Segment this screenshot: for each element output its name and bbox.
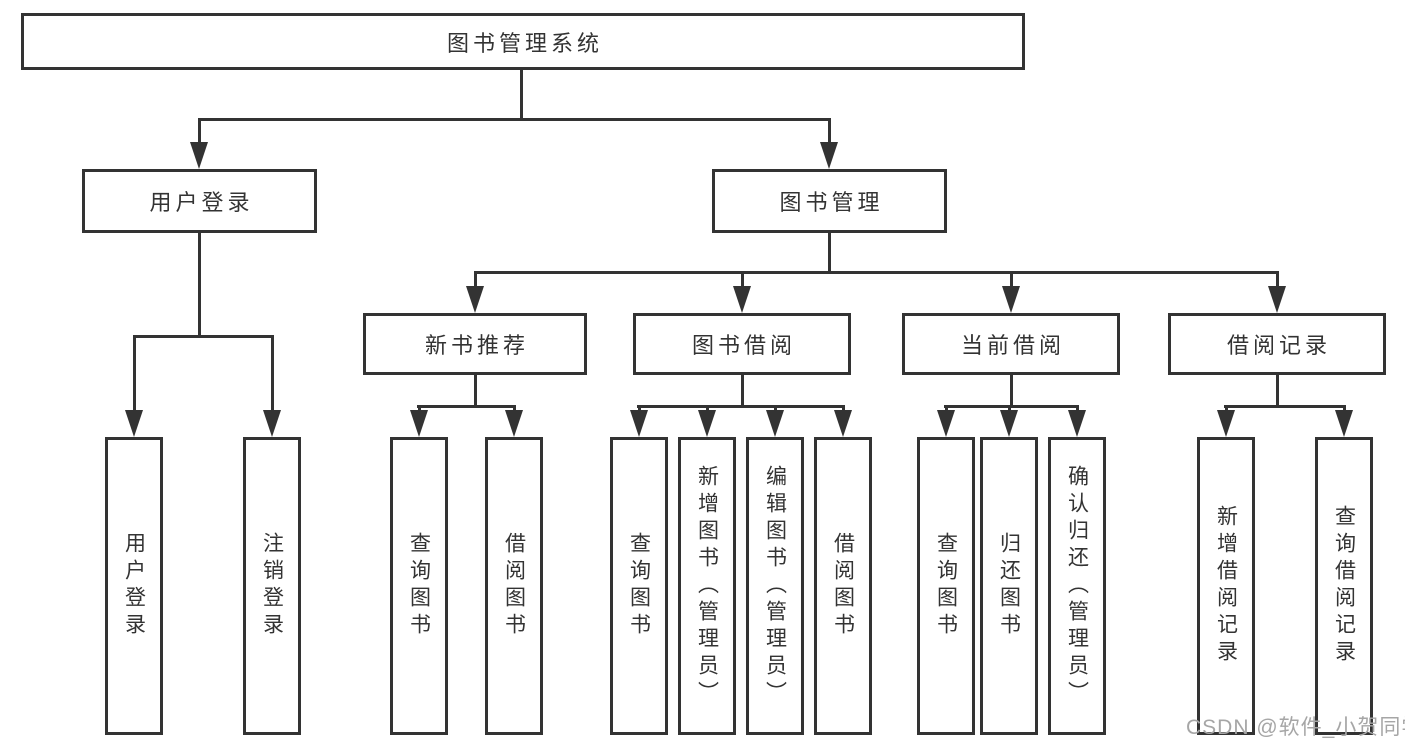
- edge-stem-leaf: [774, 405, 777, 414]
- leaf-query-borrow-record: 查询借阅记录: [1315, 437, 1373, 735]
- arrow-down-icon: [410, 410, 428, 437]
- edge-stem-leaf: [418, 405, 421, 414]
- edge-stem-leaf: [1225, 405, 1228, 414]
- node-borrow-record: 借阅记录: [1168, 313, 1386, 375]
- leaf-query-book-borrow: 查询图书: [610, 437, 668, 735]
- arrow-down-icon: [937, 410, 955, 437]
- leaf-logout: 注销登录: [243, 437, 301, 735]
- edge-stem-module: [1010, 271, 1013, 288]
- edge-module-drop: [474, 375, 477, 407]
- arrow-down-icon: [1002, 286, 1020, 313]
- edge-management-drop: [828, 233, 831, 274]
- edge-stem-leaf: [842, 405, 845, 414]
- edge-stem-login: [198, 118, 201, 145]
- leaf-borrow-book: 借阅图书: [814, 437, 872, 735]
- arrow-down-icon: [505, 410, 523, 437]
- edge-leaf-bus: [417, 405, 516, 408]
- arrow-down-icon: [834, 410, 852, 437]
- leaf-confirm-return-admin: 确认归还（管理员）: [1048, 437, 1106, 735]
- arrow-down-icon: [820, 142, 838, 169]
- arrow-down-icon: [630, 410, 648, 437]
- arrow-down-icon: [1068, 410, 1086, 437]
- edge-stem-leaf: [513, 405, 516, 414]
- edge-stem-leaf: [133, 335, 136, 412]
- arrow-down-icon: [1217, 410, 1235, 437]
- arrow-down-icon: [698, 410, 716, 437]
- arrow-down-icon: [190, 142, 208, 169]
- leaf-edit-book-admin: 编辑图书（管理员）: [746, 437, 804, 735]
- edge-stem-leaf: [271, 335, 274, 412]
- edge-level1-bus: [198, 118, 831, 121]
- edge-stem-leaf: [638, 405, 641, 414]
- arrow-down-icon: [1335, 410, 1353, 437]
- arrow-down-icon: [1268, 286, 1286, 313]
- leaf-add-book-admin: 新增图书（管理员）: [678, 437, 736, 735]
- leaf-return-book: 归还图书: [980, 437, 1038, 735]
- edge-stem-leaf: [706, 405, 709, 414]
- csdn-watermark: CSDN @软件_小贺同学: [1186, 716, 1405, 739]
- edge-leaf-bus: [1224, 405, 1346, 408]
- edge-module-drop: [1276, 375, 1279, 407]
- arrow-down-icon: [125, 410, 143, 437]
- edge-stem-leaf: [1076, 405, 1079, 414]
- edge-root-drop: [520, 70, 523, 121]
- node-current-borrow: 当前借阅: [902, 313, 1120, 375]
- edge-stem-leaf: [1343, 405, 1346, 414]
- node-book-management: 图书管理: [712, 169, 947, 233]
- leaf-add-borrow-record: 新增借阅记录: [1197, 437, 1255, 735]
- edge-login-bus: [133, 335, 274, 338]
- arrow-down-icon: [733, 286, 751, 313]
- edge-login-drop: [198, 233, 201, 337]
- node-book-borrow: 图书借阅: [633, 313, 851, 375]
- edge-leaf-bus: [637, 405, 845, 408]
- edge-leaf-bus: [944, 405, 1079, 408]
- node-user-login: 用户登录: [82, 169, 317, 233]
- leaf-borrow-book-recommend: 借阅图书: [485, 437, 543, 735]
- arrow-down-icon: [466, 286, 484, 313]
- edge-stem-module: [741, 271, 744, 288]
- edge-stem-module: [474, 271, 477, 288]
- leaf-user-login: 用户登录: [105, 437, 163, 735]
- edge-module-drop: [1010, 375, 1013, 407]
- node-new-book-recommend: 新书推荐: [363, 313, 587, 375]
- edge-stem-leaf: [1008, 405, 1011, 414]
- leaf-query-book-current: 查询图书: [917, 437, 975, 735]
- edge-module-drop: [741, 375, 744, 407]
- node-root-system: 图书管理系统: [21, 13, 1025, 70]
- edge-stem-module: [1276, 271, 1279, 288]
- leaf-query-book-recommend: 查询图书: [390, 437, 448, 735]
- arrow-down-icon: [263, 410, 281, 437]
- arrow-down-icon: [1000, 410, 1018, 437]
- edge-modules-bus: [474, 271, 1279, 274]
- arrow-down-icon: [766, 410, 784, 437]
- edge-stem-management: [828, 118, 831, 145]
- edge-stem-leaf: [945, 405, 948, 414]
